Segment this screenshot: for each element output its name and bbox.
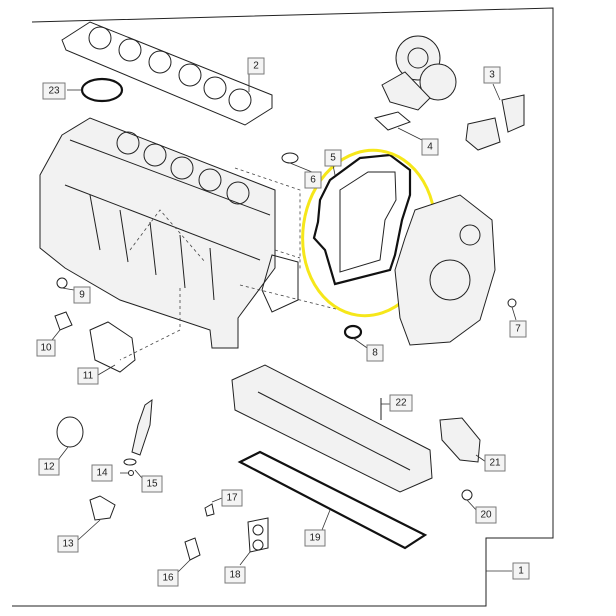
engine-block (39, 117, 276, 349)
svg-text:19: 19 (309, 533, 321, 544)
callout-10: 10 (36, 339, 56, 357)
callout-22: 22 (389, 394, 413, 412)
callout-7: 7 (509, 320, 527, 338)
svg-text:10: 10 (40, 343, 52, 354)
front-cover-gasket-5 (312, 153, 412, 286)
callout-23: 23 (42, 82, 66, 100)
callout-19: 19 (304, 529, 326, 547)
diagram-frame (12, 7, 554, 607)
leader-line (134, 469, 143, 479)
svg-text:11: 11 (83, 371, 94, 382)
callout-2: 2 (247, 57, 265, 75)
front-cover-gasket-5-inner (339, 171, 397, 273)
svg-text:17: 17 (226, 493, 238, 504)
svg-text:22: 22 (395, 398, 407, 409)
gasket-13 (89, 495, 116, 521)
svg-text:4: 4 (427, 142, 433, 153)
gasket-10 (54, 311, 73, 331)
callout-16: 16 (157, 569, 179, 587)
leader-line (97, 364, 116, 376)
leader-line (211, 497, 223, 503)
cylinder-head-gasket (61, 21, 273, 126)
o-ring-9 (56, 277, 68, 289)
valve-cover (231, 364, 433, 493)
part-17 (204, 503, 215, 517)
svg-text:13: 13 (62, 539, 74, 550)
o-ring-23 (80, 77, 124, 103)
svg-text:20: 20 (480, 510, 492, 521)
svg-text:16: 16 (162, 573, 174, 584)
valve-cover-gasket-19 (237, 450, 428, 550)
o-ring-12 (56, 416, 84, 448)
bracket-21 (439, 417, 481, 463)
gasket-18-hole (252, 539, 264, 551)
o-ring-6 (281, 152, 299, 164)
guide-line (274, 249, 301, 259)
gasket-18 (247, 517, 269, 553)
o-ring-8 (343, 324, 363, 340)
callout-4: 4 (421, 138, 439, 156)
callout-9: 9 (73, 286, 91, 304)
leader-line (51, 329, 61, 341)
callout-14: 14 (91, 464, 113, 482)
block-side-plate (261, 254, 299, 313)
callout-11: 11 (77, 367, 99, 385)
callout-20: 20 (475, 506, 497, 524)
o-ring-20 (461, 489, 473, 501)
timing-cover (394, 194, 496, 346)
callout-5: 5 (324, 149, 342, 167)
callout-3: 3 (483, 66, 501, 84)
leader-line (475, 454, 487, 463)
guide-line (119, 288, 181, 361)
guide-line (129, 209, 206, 263)
svg-text:12: 12 (43, 462, 55, 473)
leader-line (61, 287, 75, 291)
leader-line (177, 559, 191, 573)
leader-line (77, 519, 101, 541)
leader-line (57, 446, 69, 461)
svg-text:18: 18 (229, 570, 241, 581)
guide-line (234, 167, 301, 270)
gasket-4 (373, 111, 411, 131)
callout-18: 18 (224, 566, 246, 584)
svg-text:15: 15 (146, 479, 158, 490)
callout-17: 17 (221, 489, 243, 507)
svg-text:2: 2 (253, 61, 259, 72)
leader-line (332, 164, 336, 176)
seal-7 (507, 298, 517, 308)
leader-line (492, 83, 501, 101)
gasket-18-hole (252, 524, 264, 536)
svg-text:3: 3 (489, 70, 495, 81)
leader-line (289, 162, 313, 173)
svg-text:23: 23 (48, 86, 60, 97)
turbocharger (381, 35, 457, 111)
svg-text:1: 1 (518, 566, 524, 577)
leader-line (397, 127, 423, 141)
callout-21: 21 (484, 454, 506, 472)
injector (131, 398, 153, 456)
svg-text:14: 14 (96, 468, 108, 479)
part-14 (128, 470, 134, 476)
callout-8: 8 (366, 344, 384, 362)
callout-12: 12 (38, 458, 60, 476)
gasket-16 (184, 537, 201, 561)
callout-13: 13 (57, 535, 79, 553)
callout-6: 6 (304, 171, 322, 189)
callout-15: 15 (141, 475, 163, 493)
svg-text:6: 6 (310, 175, 316, 186)
leader-line (239, 551, 251, 566)
leader-line (511, 306, 517, 321)
guide-line (239, 284, 341, 311)
svg-text:21: 21 (489, 458, 501, 469)
part-15 (123, 458, 137, 466)
gasket-11 (89, 321, 136, 373)
svg-text:9: 9 (79, 290, 85, 301)
callout-1: 1 (512, 562, 530, 580)
bracket-3 (465, 94, 525, 151)
svg-text:5: 5 (330, 153, 336, 164)
svg-text:7: 7 (515, 324, 521, 335)
svg-text:8: 8 (372, 348, 378, 359)
